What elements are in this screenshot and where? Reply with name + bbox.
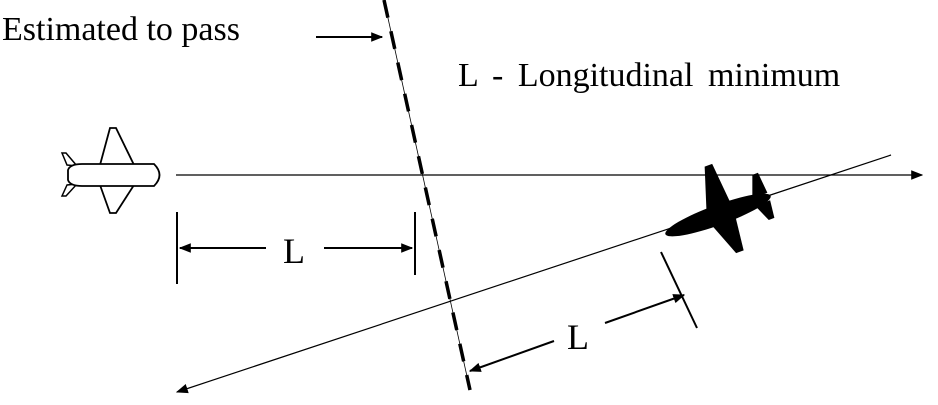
legend-label: L - Longitudinal minimum <box>458 57 840 94</box>
diagonal-track <box>175 154 892 394</box>
upper-distance-label: L <box>283 231 305 271</box>
reporting-point-dashed-line <box>382 0 472 391</box>
estimated-to-pass-label: Estimated to pass <box>2 11 240 48</box>
black-airplane-icon <box>665 163 775 254</box>
lower-distance-label: L <box>567 317 589 357</box>
lower-distance-arrow-left <box>468 340 555 372</box>
lower-distance-arrow-right <box>604 294 686 324</box>
white-airplane-icon <box>60 127 161 214</box>
lower-distance-tick <box>660 251 698 329</box>
